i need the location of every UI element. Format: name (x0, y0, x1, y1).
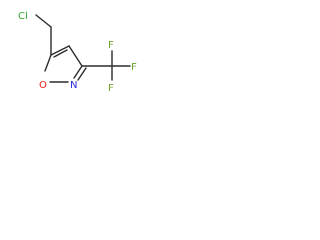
molecule-canvas: Cl O N F F F (0, 0, 157, 110)
fluorine-top-atom-label: F (108, 40, 114, 51)
fluorine-bottom-atom-label: F (108, 83, 114, 94)
bond-c5-o (44, 54, 52, 72)
chlorine-atom-label: Cl (18, 11, 28, 22)
bond-n-c3 (73, 65, 83, 79)
bond-cl-ch2 (35, 14, 52, 28)
oxygen-atom-label: O (39, 80, 47, 91)
bond-c4-c5-double (53, 49, 68, 58)
bond-n-c3-double (77, 67, 87, 81)
nitrogen-atom-label: N (70, 80, 77, 91)
structure-diagram: Cl O N F F F (18, 11, 137, 94)
fluorine-right-atom-label: F (131, 62, 137, 73)
bond-c3-c4 (68, 45, 83, 67)
bond-c4-c5 (50, 45, 70, 56)
